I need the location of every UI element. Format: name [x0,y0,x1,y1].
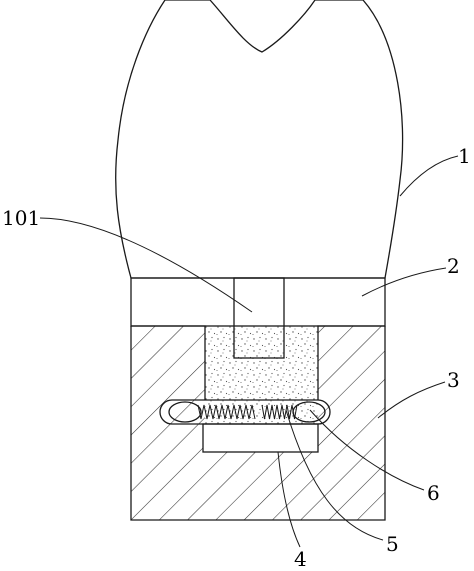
leader-line-2 [361,267,447,297]
capsule-housing-part-6 [159,399,331,425]
intermediate-layer-part-2 [130,277,386,327]
base-block-outline [130,326,386,521]
left-spring-part-5 [197,404,256,420]
crown-part-1 [115,0,404,279]
right-spring-part-5 [261,404,298,420]
leader-line-101 [39,217,253,313]
base-block-part-3-left [131,326,279,520]
callout-label-4: 4 [294,547,307,571]
callout-label-101: 101 [2,206,40,230]
leader-line-3 [377,381,446,419]
leader-line-6 [309,409,425,491]
t-cavity-outline [131,325,385,400]
callout-label-6: 6 [427,481,440,505]
callout-label-3: 3 [447,368,460,392]
callout-label-2: 2 [447,254,460,278]
stippled-cavity [205,326,318,424]
base-block-part-3-right [279,326,385,520]
callout-label-1: 1 [458,144,471,168]
callout-label-5: 5 [386,532,399,556]
leader-line-4 [277,451,301,548]
post-slot-part-101 [233,277,285,359]
left-ball-end [168,401,202,423]
bottom-plate-part-4 [202,423,319,453]
leader-line-1 [399,155,459,197]
leader-line-5 [285,409,384,541]
